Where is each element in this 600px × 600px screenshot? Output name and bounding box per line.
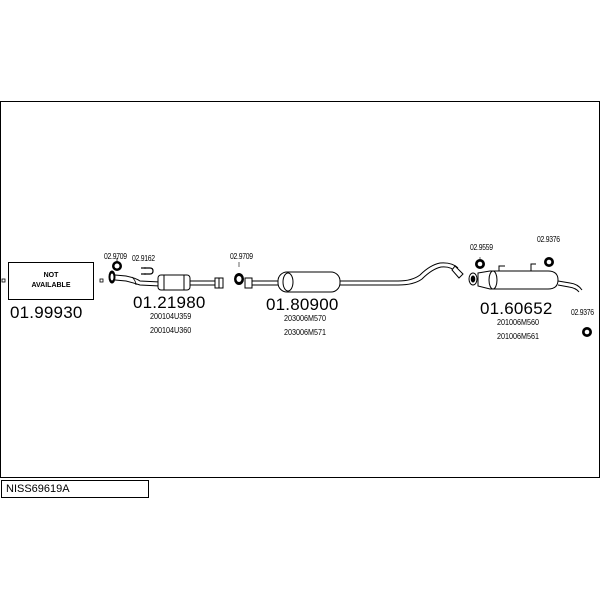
front-pipe-part — [108, 270, 224, 291]
vehicle-code: NISS69619A — [6, 483, 70, 495]
front-pipe-ref-2: 200104U360 — [150, 326, 192, 335]
center-muffler-part-number: 01.80900 — [266, 295, 339, 314]
rear-muffler-ref-2: 201006M561 — [497, 332, 540, 341]
gasket-icon — [112, 258, 122, 271]
left-marker — [1, 278, 6, 283]
not-available-part-number: 01.99930 — [10, 303, 83, 322]
clamp-icon — [141, 267, 154, 275]
not-available-line1: NOT — [43, 272, 59, 279]
center-muffler-part — [244, 262, 464, 293]
rear-hanger-1-label: 02.9559 — [470, 243, 493, 252]
not-available-line2: AVAILABLE — [31, 282, 71, 289]
front-clamp-label: 02.9162 — [132, 254, 155, 263]
front-pipe-part-number: 01.21980 — [133, 293, 206, 312]
front-pipe-ref-1: 200104U359 — [150, 312, 192, 321]
rear-muffler-part-number: 01.60652 — [480, 299, 553, 318]
hanger-icon — [544, 257, 554, 267]
mid-marker — [99, 278, 104, 283]
vehicle-code-box: NISS69619A — [1, 480, 149, 498]
rear-hanger-2-label: 02.9376 — [537, 235, 560, 244]
center-gasket-label: 02.9709 — [230, 252, 253, 261]
hanger-icon — [475, 257, 485, 269]
rear-muffler-ref-1: 201006M560 — [497, 318, 540, 327]
rear-muffler-part — [468, 263, 583, 293]
gasket-icon — [234, 262, 244, 285]
not-available-box: NOT AVAILABLE — [8, 262, 94, 300]
center-muffler-ref-2: 203006M571 — [284, 328, 327, 337]
front-gasket-label: 02.9709 — [104, 252, 127, 261]
rear-hanger-3-label: 02.9376 — [571, 308, 594, 317]
center-muffler-ref-1: 203006M570 — [284, 314, 327, 323]
hanger-icon — [582, 327, 592, 337]
